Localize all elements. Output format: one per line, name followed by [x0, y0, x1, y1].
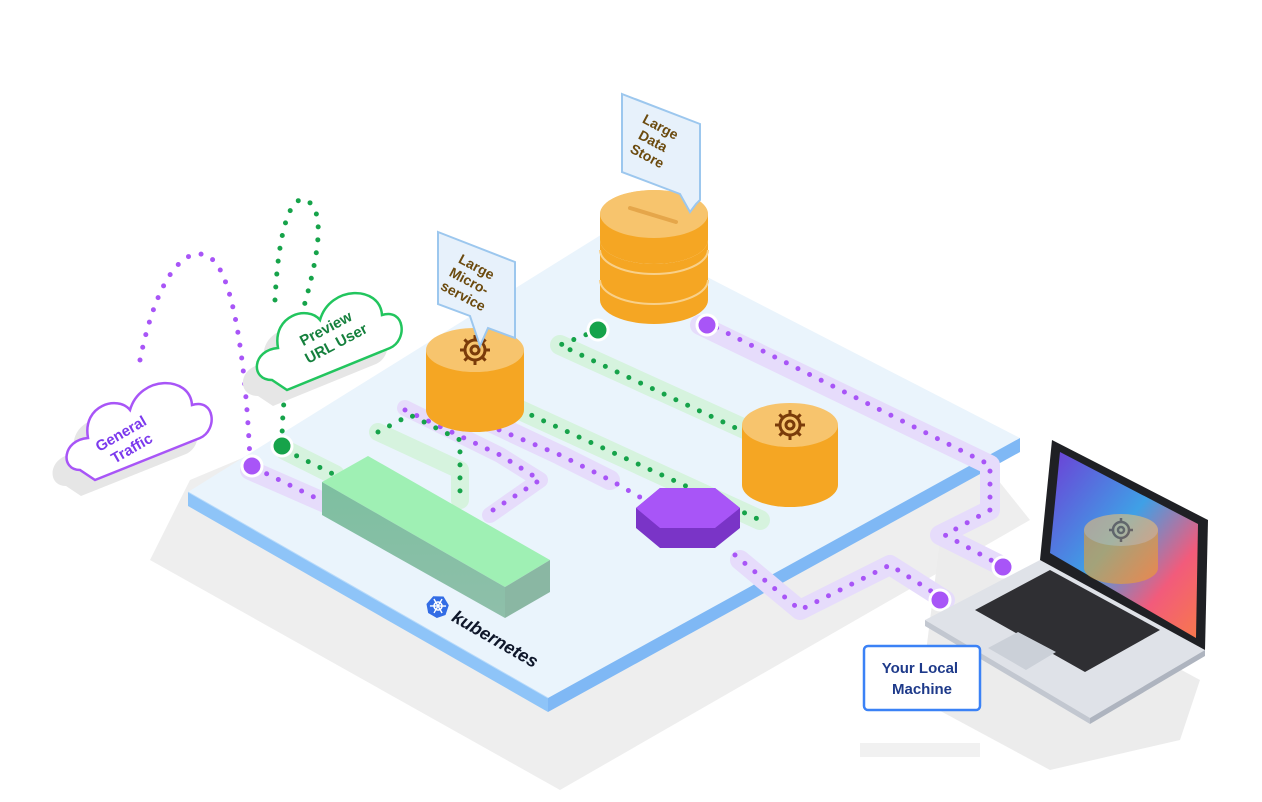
- svg-text:Your Local Machine: Your Local Machine: [882, 660, 963, 698]
- preview-url-user-cloud: Preview URL User: [242, 291, 403, 406]
- purple-dotted-routes: [137, 251, 1003, 613]
- gear-icon: [1109, 518, 1133, 542]
- your-local-machine-label: Your Local Machine: [862, 644, 982, 712]
- purple-marker-icon: [991, 555, 1015, 579]
- large-microservice-cylinder: [426, 328, 524, 432]
- large-data-store-cylinder: [599, 190, 709, 324]
- laptop-service-cylinder: [1084, 514, 1158, 584]
- large-data-store-callout: Large Data Store: [621, 92, 701, 214]
- purple-marker-icon: [928, 588, 952, 612]
- laptop-trackpad: [988, 632, 1056, 670]
- kubernetes-platform: [187, 228, 1020, 712]
- local-machine-label-line-2: Machine: [892, 681, 952, 698]
- green-marker-icon: [586, 318, 610, 342]
- laptop-keyboard: [975, 570, 1160, 672]
- gear-icon: [775, 410, 805, 440]
- green-ingress-block: [322, 456, 550, 618]
- svg-text:Large Micro- servi: Large Micro- service: [438, 249, 503, 314]
- local-laptop: [925, 440, 1208, 724]
- green-marker-icon: [270, 434, 294, 458]
- gear-icon: [460, 335, 490, 365]
- service-cylinder: [742, 403, 838, 507]
- purple-marker-icon: [695, 313, 719, 337]
- kubernetes-helm-icon: [426, 596, 449, 619]
- route-markers: [240, 313, 1015, 612]
- general-traffic-cloud: General Traffic: [52, 381, 213, 496]
- local-machine-label-line-1: Your Local: [882, 660, 958, 677]
- purple-router-hexagon: [636, 488, 740, 548]
- large-microservice-callout: Large Micro- service: [437, 230, 516, 349]
- purple-marker-icon: [240, 454, 264, 478]
